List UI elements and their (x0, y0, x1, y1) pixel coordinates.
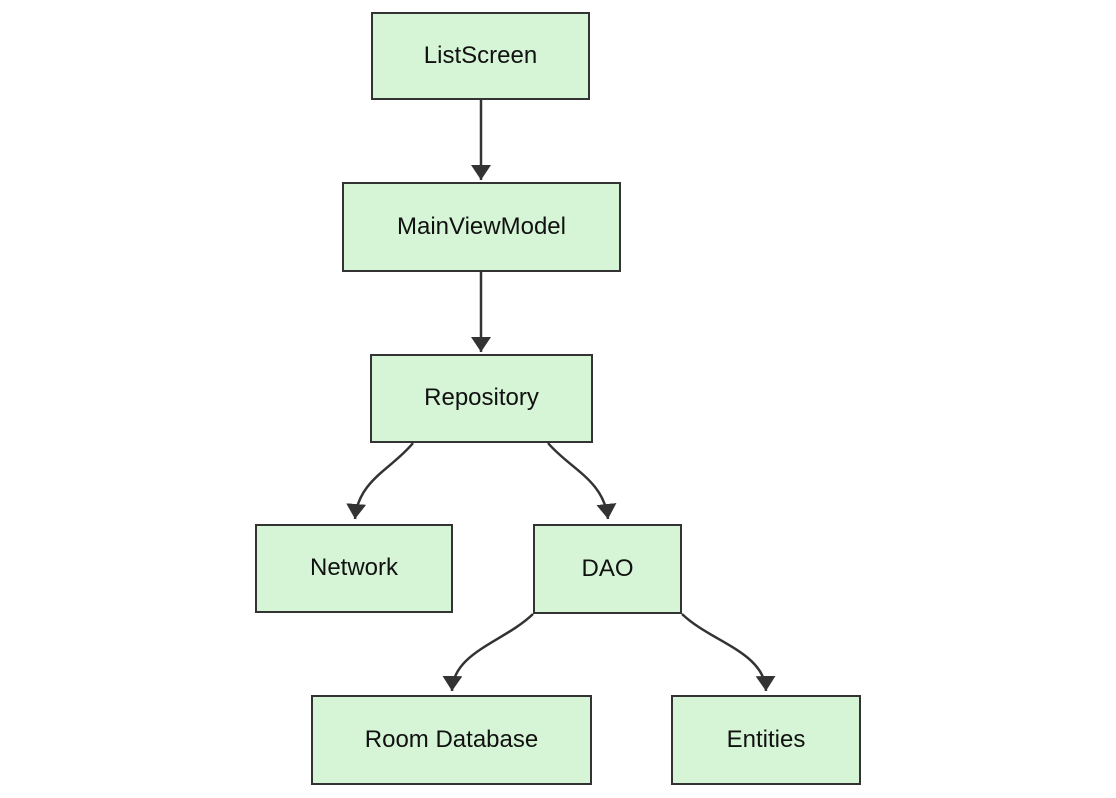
node-label: Entities (726, 725, 806, 753)
node-label: Network (309, 554, 399, 582)
node-roomdatabase: Room Database (311, 695, 592, 785)
node-dao: DAO (533, 524, 682, 614)
node-label: Repository (424, 384, 539, 412)
node-label: ListScreen (423, 41, 538, 69)
node-listscreen: ListScreen (371, 12, 590, 100)
edge-repository-to-network (346, 442, 414, 520)
node-entities: Entities (671, 695, 861, 785)
edge-dao-to-roomdatabase (442, 613, 534, 692)
node-repository: Repository (370, 354, 593, 443)
node-mainviewmodel: MainViewModel (342, 182, 621, 272)
edge-dao-to-entities (681, 613, 776, 692)
edge-repository-to-dao (547, 442, 617, 520)
node-label: MainViewModel (397, 212, 566, 240)
node-label: Room Database (364, 725, 539, 753)
node-network: Network (255, 524, 453, 613)
node-label: DAO (581, 554, 634, 582)
